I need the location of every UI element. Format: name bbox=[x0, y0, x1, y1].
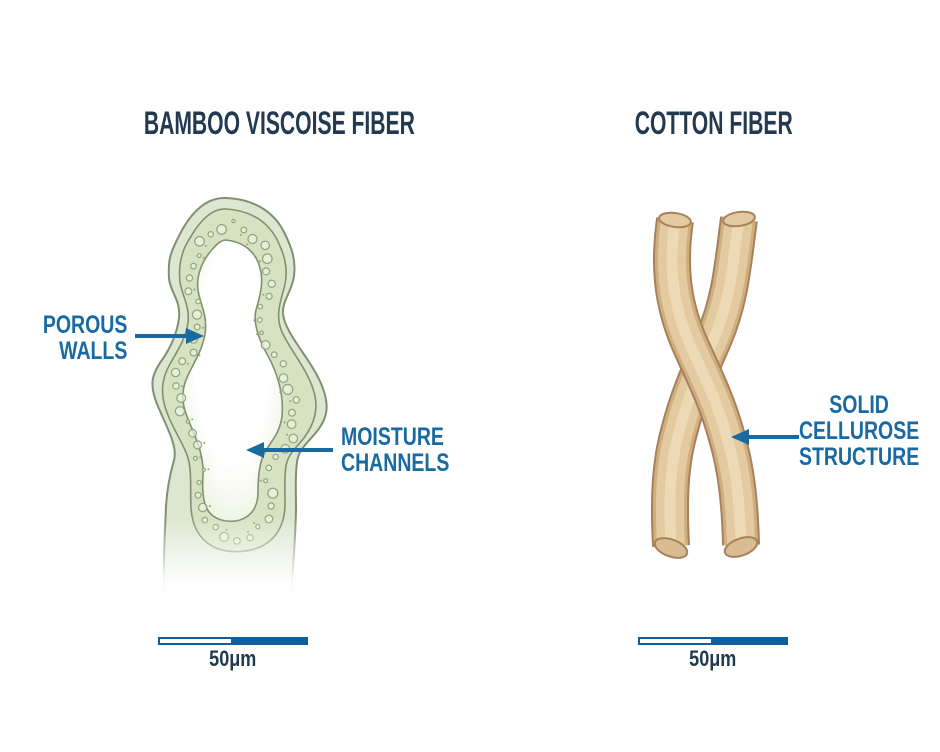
scale-bar-open-half bbox=[158, 637, 233, 645]
porous-walls-label: POROUS WALLS bbox=[42, 311, 127, 365]
bamboo-stem-fade bbox=[140, 516, 315, 608]
scale-bar-solid-half bbox=[233, 637, 308, 645]
cotton-strand-back-top-cap bbox=[722, 210, 756, 228]
porous-walls-arrow bbox=[135, 328, 204, 344]
cotton-fiber-illustration bbox=[650, 210, 760, 559]
solid-cellurose-label: SOLID CELLUROSE STRUCTURE bbox=[798, 391, 920, 471]
bamboo-scale-bar: 50μm bbox=[158, 637, 308, 672]
bamboo-scale-label: 50μm bbox=[209, 646, 257, 671]
cotton-strand-back-end-cap bbox=[653, 537, 689, 559]
moisture-channels-label: MOISTURE CHANNELS bbox=[341, 423, 450, 477]
bamboo-fiber-illustration bbox=[140, 196, 328, 608]
cotton-title: COTTON FIBER bbox=[634, 105, 794, 141]
cotton-scale-label: 50μm bbox=[689, 646, 737, 671]
cotton-strand-front-end-cap bbox=[723, 536, 759, 558]
cotton-strand-front bbox=[652, 211, 760, 558]
cotton-scale-bar: 50μm bbox=[638, 637, 788, 672]
moisture-channels-arrow bbox=[246, 442, 333, 458]
scale-bar-open-half bbox=[638, 637, 713, 645]
scale-bar-solid-half bbox=[713, 637, 788, 645]
solid-cellurose-arrow bbox=[731, 429, 799, 445]
bamboo-title: BAMBOO VISCOISE FIBER bbox=[143, 105, 415, 141]
cotton-strand-front-top-cap bbox=[658, 211, 692, 229]
